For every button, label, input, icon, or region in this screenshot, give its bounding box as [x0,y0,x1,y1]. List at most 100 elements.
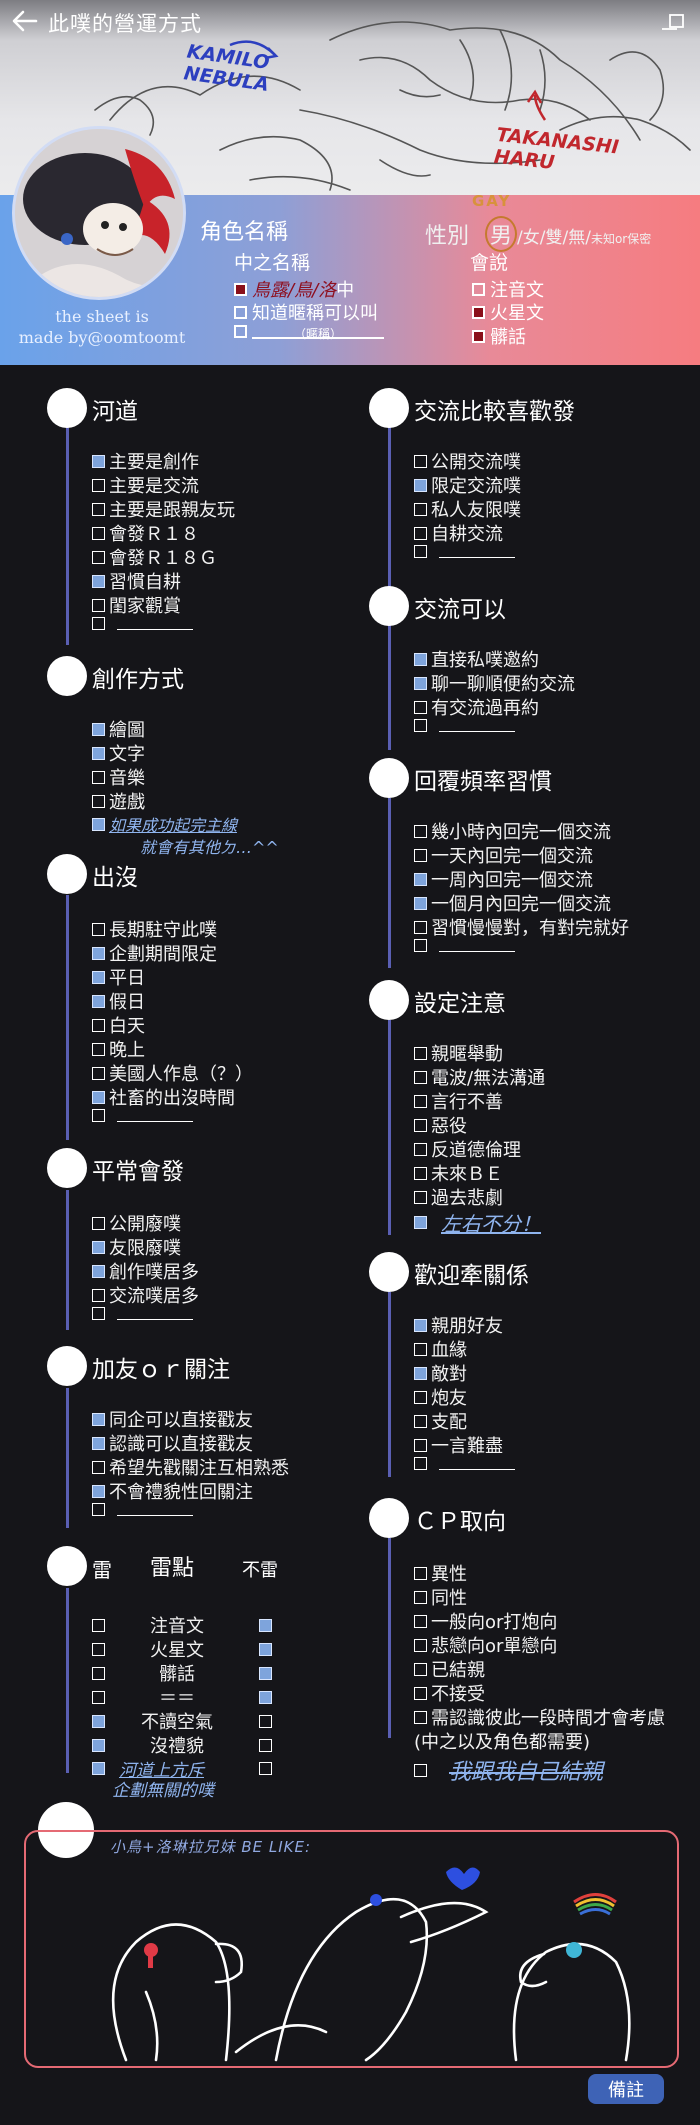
exchange-pref-item-4[interactable]: 自耕交流 [414,520,503,546]
mine-left-checkbox[interactable] [92,1642,105,1656]
creation-item-4[interactable]: 遊戲 [92,788,145,814]
language-option-2[interactable]: 火星文 [472,299,544,325]
reply-item-2[interactable]: 一天內回完一個交流 [414,842,593,868]
appear-item-3[interactable]: 平日 [92,964,145,990]
checkbox[interactable] [234,324,247,338]
relation-item-5[interactable]: 支配 [414,1408,467,1434]
chinese-name-option-3[interactable]: （暱稱） [234,323,384,341]
creation-item-1[interactable]: 繪圖 [92,716,145,742]
exchange-pref-item-2[interactable]: 限定交流噗 [414,472,521,498]
reply-item-3[interactable]: 一周內回完一個交流 [414,866,593,892]
relation-item-4[interactable]: 炮友 [414,1384,467,1410]
setting-item-6[interactable]: 未來ＢＥ [414,1160,503,1186]
setting-item-4[interactable]: 惡役 [414,1112,467,1138]
friend-item-blank[interactable] [92,1502,193,1516]
river-item-3[interactable]: 主要是跟親友玩 [92,496,235,522]
setting-item-5[interactable]: 反道德倫理 [414,1136,521,1162]
appear-item-4[interactable]: 假日 [92,988,145,1014]
river-item-1[interactable]: 主要是創作 [92,448,199,474]
setting-item-7[interactable]: 過去悲劇 [414,1184,503,1210]
mine-left-checkbox[interactable] [92,1666,105,1680]
mine-left-checkbox[interactable] [92,1714,105,1728]
mine-right-checkbox[interactable] [259,1690,272,1704]
appear-item-blank[interactable] [92,1108,193,1122]
window-icon[interactable] [660,12,686,34]
appear-item-1[interactable]: 長期駐守此噗 [92,916,217,942]
appear-item-2[interactable]: 企劃期間限定 [92,940,217,966]
mine-right-checkbox[interactable] [259,1666,272,1680]
creation-item-2[interactable]: 文字 [92,740,145,766]
mine-left-checkbox[interactable] [92,1690,105,1704]
friend-item-2[interactable]: 認識可以直接戳友 [92,1430,253,1456]
appear-item-7[interactable]: 美國人作息（？） [92,1060,253,1086]
reply-item-blank[interactable] [414,938,515,952]
usually-item-1[interactable]: 公開廢噗 [92,1210,181,1236]
exchange-pref-item-blank[interactable] [414,544,515,558]
relation-item-3[interactable]: 敵對 [414,1360,467,1386]
mine-left-checkbox[interactable] [92,1738,105,1752]
setting-item-8[interactable]: 左右不分！ [414,1208,541,1237]
river-item-5[interactable]: 會發Ｒ１８Ｇ [92,544,217,570]
exchange-pref-item-3[interactable]: 私人友限噗 [414,496,521,522]
usually-item-4[interactable]: 交流噗居多 [92,1282,199,1308]
cp-item-1[interactable]: 異性 [414,1560,467,1586]
river-item-6[interactable]: 習慣自耕 [92,568,181,594]
cp-item-8[interactable]: 我跟我自己結親 [414,1754,603,1786]
usually-item-2[interactable]: 友限廢噗 [92,1234,181,1260]
cp-item-7[interactable]: 需認識彼此一段時間才會考慮 [414,1704,665,1730]
appear-item-6[interactable]: 晚上 [92,1036,145,1062]
back-arrow-icon[interactable] [10,8,40,34]
usually-item-blank[interactable] [92,1306,193,1320]
setting-item-3[interactable]: 言行不善 [414,1088,503,1114]
creation-item-3[interactable]: 音樂 [92,764,145,790]
creation-item-5[interactable]: 如果成功起完主線 [92,812,237,836]
cp-item-6[interactable]: 不接受 [414,1680,485,1706]
appear-item-8[interactable]: 社畜的出沒時間 [92,1084,235,1110]
usually-item-3[interactable]: 創作噗居多 [92,1258,199,1284]
checkbox[interactable] [234,282,247,296]
exchange-ok-item-1[interactable]: 直接私噗邀約 [414,646,539,672]
mine-right-checkbox[interactable] [259,1618,272,1632]
exchange-ok-item-3[interactable]: 有交流過再約 [414,694,539,720]
mine-right-checkbox[interactable] [259,1762,272,1775]
reply-item-5[interactable]: 習慣慢慢對，有對完就好 [414,914,629,940]
relation-item-blank[interactable] [414,1456,515,1470]
reply-item-4[interactable]: 一個月內回完一個交流 [414,890,611,916]
language-option-3[interactable]: 髒話 [472,323,526,349]
mine-left-checkbox[interactable] [92,1762,105,1775]
cp-item-2[interactable]: 同性 [414,1584,467,1610]
chinese-name-option-1[interactable]: 鳥露/鳥/洛 中 [234,276,354,302]
setting-item-1[interactable]: 親暱舉動 [414,1040,503,1066]
friend-item-3[interactable]: 希望先戳關注互相熟悉 [92,1454,289,1480]
language-option-1[interactable]: 注音文 [472,276,544,302]
mine-right-checkbox[interactable] [259,1738,272,1752]
relation-item-6[interactable]: 一言難盡 [414,1432,503,1458]
notes-button[interactable]: 備註 [588,2074,664,2104]
cp-item-4[interactable]: 悲戀向or單戀向 [414,1632,557,1658]
river-item-4[interactable]: 會發Ｒ１８ [92,520,199,546]
gender-selected[interactable]: 男 [485,216,518,252]
exchange-pref-item-1[interactable]: 公開交流噗 [414,448,521,474]
cp-item-3[interactable]: 一般向or打炮向 [414,1608,557,1634]
mine-right-checkbox[interactable] [259,1642,272,1656]
relation-item-2[interactable]: 血緣 [414,1336,467,1362]
exchange-ok-item-2[interactable]: 聊一聊順便約交流 [414,670,575,696]
reply-item-1[interactable]: 幾小時內回完一個交流 [414,818,611,844]
river-item-2[interactable]: 主要是交流 [92,472,199,498]
checkbox[interactable] [472,282,485,296]
relation-item-1[interactable]: 親朋好友 [414,1312,503,1338]
mine-left-checkbox[interactable] [92,1618,105,1632]
checkbox[interactable] [234,305,247,319]
river-item-blank[interactable] [92,616,193,630]
setting-item-2[interactable]: 電波/無法溝通 [414,1064,545,1090]
cp-item-5[interactable]: 已結親 [414,1656,485,1682]
mine-right-checkbox[interactable] [259,1714,272,1728]
appear-item-5[interactable]: 白天 [92,1012,145,1038]
chinese-name-option-2[interactable]: 知道暱稱可以叫 [234,299,378,325]
checkbox[interactable] [472,329,485,343]
checkbox[interactable] [472,305,485,319]
friend-item-1[interactable]: 同企可以直接戳友 [92,1406,253,1432]
river-item-7[interactable]: 閨家觀賞 [92,592,181,618]
friend-item-4[interactable]: 不會禮貌性回關注 [92,1478,253,1504]
exchange-ok-item-blank[interactable] [414,718,515,732]
